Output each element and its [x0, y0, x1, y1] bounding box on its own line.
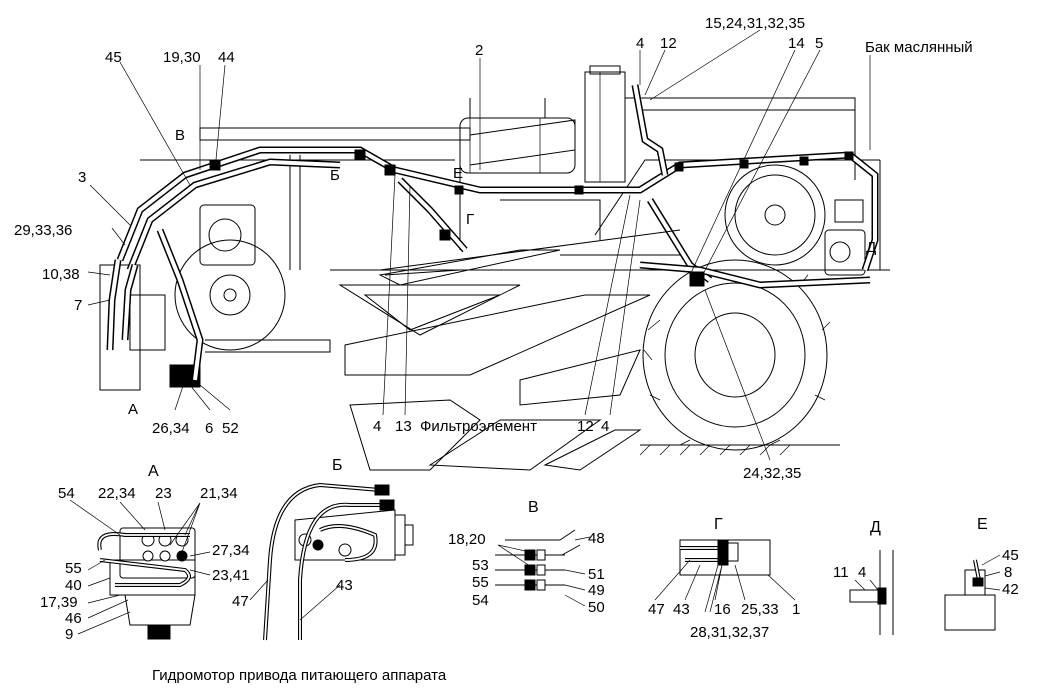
callout-2: 2: [475, 42, 483, 59]
view-v: В 18,20 53 55 54 48 51 49 50: [448, 499, 605, 616]
view-a-callout-46: 46: [65, 610, 82, 627]
callout-45: 45: [105, 49, 122, 66]
view-g: Г 47 43 16 25,33 1 28,31,32,37: [648, 516, 800, 641]
view-v-callout-55: 55: [472, 574, 489, 591]
view-b-caption: Гидромотор привода питающего аппарата: [152, 667, 447, 684]
view-b-callout-47: 47: [232, 593, 249, 610]
view-a: А 54 22,34 23 21,34 27,34 23,41: [40, 463, 250, 643]
callout-44: 44: [218, 49, 235, 66]
marker-b: Б: [330, 167, 340, 184]
callout-29-33-36: 29,33,36: [14, 222, 72, 239]
view-a-callout-17-39: 17,39: [40, 594, 78, 611]
view-d-callout-4: 4: [858, 564, 866, 581]
callout-4-top: 4: [636, 35, 644, 52]
view-a-callout-27-34: 27,34: [212, 542, 250, 559]
view-v-callout-51: 51: [588, 566, 605, 583]
view-v-title: В: [528, 499, 539, 516]
marker-d: Д: [866, 239, 876, 256]
main-view-labels: Бак маслянный Фильтроэлемент В Б Е Г Д А…: [14, 15, 973, 482]
marker-e: Е: [453, 165, 463, 182]
callout-24-32-35: 24,32,35: [743, 465, 801, 482]
view-b-title: Б: [332, 457, 343, 474]
view-a-callout-9: 9: [65, 626, 73, 643]
view-a-callout-54: 54: [58, 485, 75, 502]
view-e-title: Е: [977, 516, 988, 533]
marker-a: А: [128, 401, 138, 418]
view-v-callout-18-20: 18,20: [448, 531, 486, 548]
callout-13: 13: [395, 418, 412, 435]
view-g-callout-25-33: 25,33: [741, 601, 779, 618]
view-g-callout-16: 16: [714, 601, 731, 618]
view-e-callout-45: 45: [1002, 547, 1019, 564]
view-d-callout-11: 11: [833, 564, 849, 581]
view-e: Е 45 8 42: [944, 516, 1019, 631]
view-a-title: А: [148, 463, 159, 480]
view-b-callout-43: 43: [336, 577, 353, 594]
callout-5: 5: [815, 35, 823, 52]
view-v-callout-49: 49: [588, 582, 605, 599]
view-e-callout-8: 8: [1004, 564, 1012, 581]
marker-v: В: [175, 127, 185, 144]
view-a-callout-23: 23: [155, 485, 172, 502]
callout-3: 3: [78, 169, 86, 186]
view-g-callout-28-31-32-37: 28,31,32,37: [690, 624, 769, 641]
callout-14: 14: [788, 35, 805, 52]
callout-52: 52: [222, 420, 239, 437]
callout-4-bl: 4: [373, 418, 381, 435]
hose-routing: [87, 29, 879, 461]
marker-g: Г: [466, 211, 474, 228]
view-a-callout-22-34: 22,34: [98, 485, 136, 502]
view-a-callout-55: 55: [65, 560, 82, 577]
view-e-callout-42: 42: [1002, 581, 1019, 598]
callout-6: 6: [205, 420, 213, 437]
filter-label: Фильтроэлемент: [420, 418, 537, 435]
view-a-callout-40: 40: [65, 577, 82, 594]
view-a-callout-21-34: 21,34: [200, 485, 238, 502]
view-g-callout-43: 43: [673, 601, 690, 618]
callout-7: 7: [74, 297, 82, 314]
callout-15-24: 15,24,31,32,35: [705, 15, 805, 32]
view-v-callout-53: 53: [472, 557, 489, 574]
callout-4-br: 4: [601, 418, 609, 435]
view-g-callout-1: 1: [792, 601, 800, 618]
callout-10-38: 10,38: [42, 266, 80, 283]
tank-label: Бак маслянный: [865, 39, 973, 56]
view-v-callout-48: 48: [588, 530, 605, 547]
callout-19-30: 19,30: [163, 49, 201, 66]
view-v-callout-50: 50: [588, 599, 605, 616]
view-a-callout-23-41: 23,41: [212, 567, 250, 584]
view-g-title: Г: [714, 516, 723, 533]
callout-12-top: 12: [660, 35, 677, 52]
view-d-title: Д: [870, 519, 881, 536]
view-b: Б 47 43 Гидромотор привода питающего апп…: [152, 457, 447, 684]
view-g-callout-47: 47: [648, 601, 665, 618]
callout-12-br: 12: [577, 418, 594, 435]
view-v-callout-54: 54: [472, 592, 489, 609]
view-d: Д 11 4: [833, 519, 894, 635]
machine-body: [99, 65, 890, 471]
callout-26-34: 26,34: [152, 420, 190, 437]
